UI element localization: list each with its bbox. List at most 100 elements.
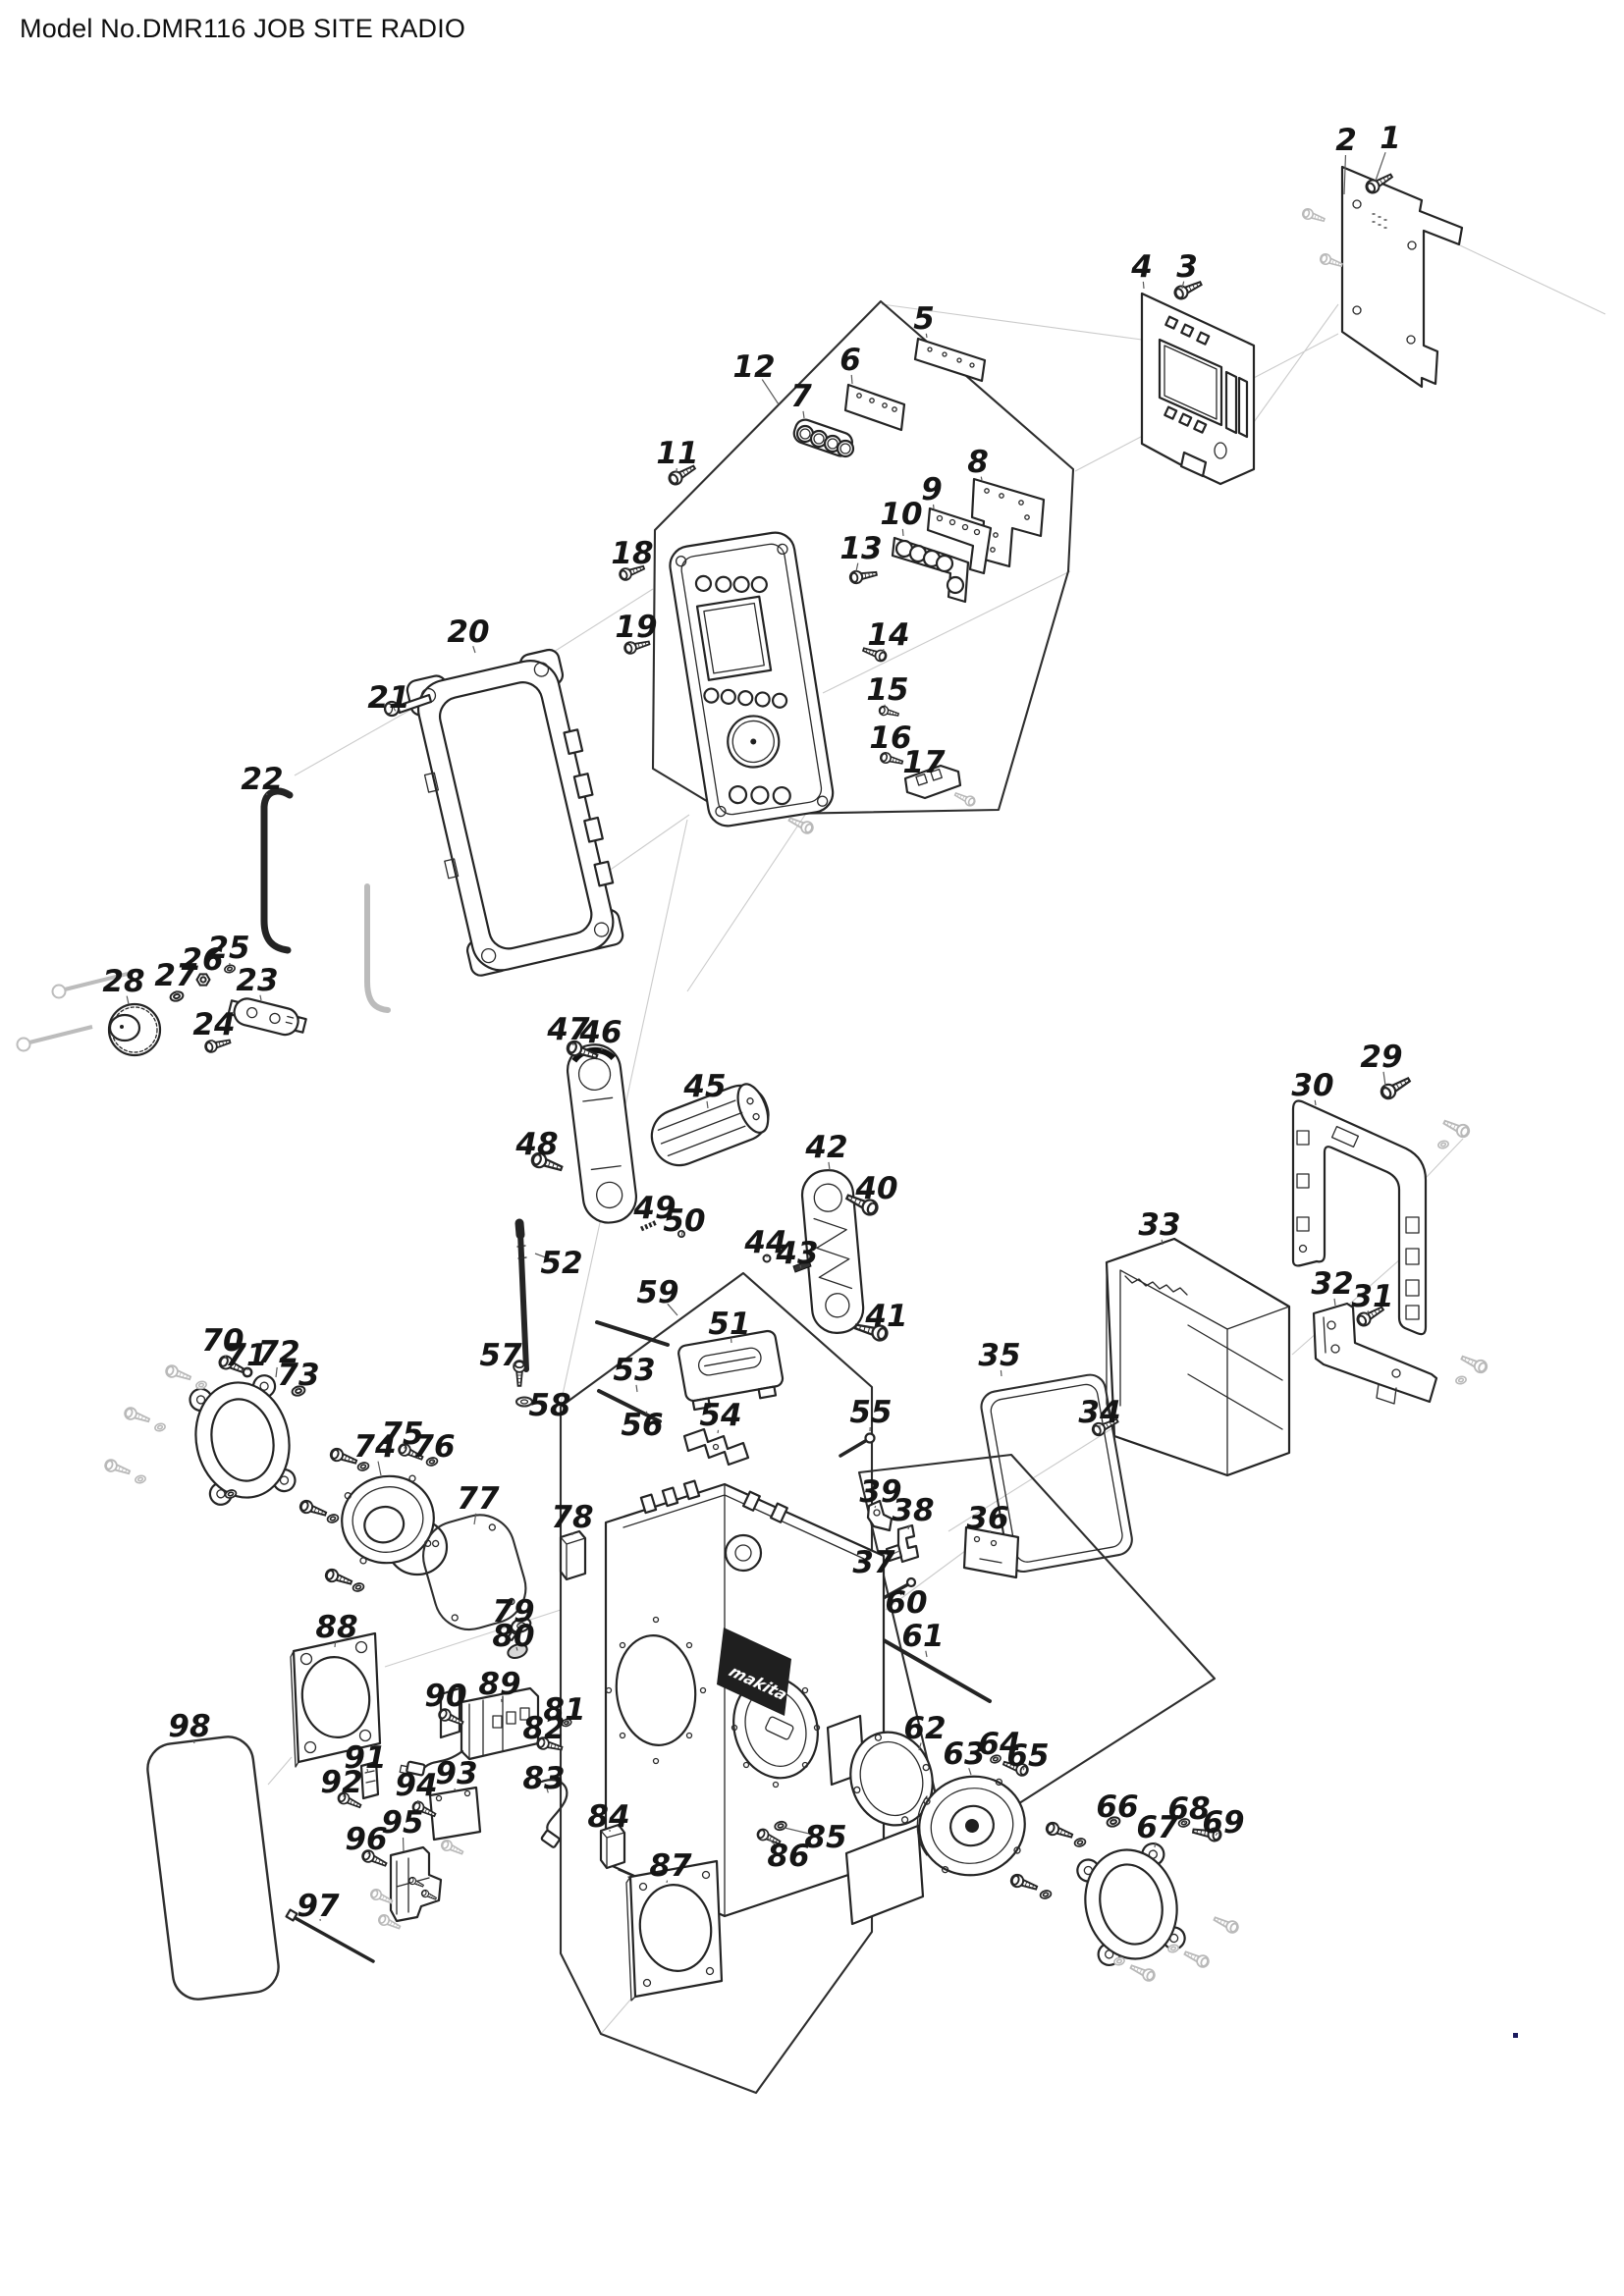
part-labels-layer: 1234567891011121314151617181920212223242… — [102, 121, 1402, 1924]
leader-line-31 — [1366, 1310, 1370, 1316]
hardware-washer-icon — [1038, 1889, 1054, 1900]
leader-line-20 — [472, 646, 476, 654]
part-56-rod — [597, 1389, 662, 1423]
part-label-93: 93 — [435, 1756, 477, 1791]
makita-logo-plate — [717, 1628, 791, 1716]
part-label-36: 36 — [966, 1501, 1008, 1536]
leader-line-91 — [366, 1768, 369, 1773]
hardware-screw-icon — [785, 813, 816, 836]
part-label-25: 25 — [207, 931, 249, 966]
leader-line-74 — [377, 1461, 382, 1476]
leader-line-6 — [850, 374, 853, 385]
part-45-grip — [650, 1083, 770, 1167]
leader-line-8 — [980, 476, 983, 481]
leader-line-30 — [1314, 1099, 1317, 1106]
leader-line-43 — [799, 1264, 802, 1268]
part-39-clip — [866, 1499, 893, 1532]
part-97-cable-tie — [285, 1908, 375, 1963]
part-label-10: 10 — [880, 497, 922, 532]
part-label-40: 40 — [854, 1171, 897, 1206]
part-label-73: 73 — [277, 1358, 319, 1393]
part-4-control-pcb — [1140, 292, 1256, 486]
leader-line-47 — [571, 1043, 574, 1046]
part-72-speaker-ring — [189, 1374, 297, 1506]
group-plane-body — [559, 1271, 874, 2095]
part-36-plate — [962, 1525, 1020, 1579]
part-label-5: 5 — [913, 301, 935, 337]
part-88-baffle-plate — [290, 1631, 382, 1768]
hardware-washer-icon — [1436, 1139, 1450, 1150]
leader-line-21 — [391, 703, 397, 712]
part-17-pcb-strip — [903, 764, 962, 800]
hardware-washer-icon — [153, 1421, 167, 1433]
part-label-61: 61 — [901, 1619, 944, 1654]
leader-line-65 — [1022, 1767, 1025, 1771]
part-label-32: 32 — [1311, 1266, 1353, 1302]
hardware-screw-icon — [1458, 1351, 1490, 1376]
part-label-65: 65 — [1006, 1738, 1049, 1774]
part-label-58: 58 — [528, 1388, 570, 1423]
hardware-washer-icon — [351, 1581, 366, 1593]
part-label-33: 33 — [1138, 1207, 1180, 1243]
part-label-74: 74 — [353, 1429, 396, 1465]
leader-line-22 — [265, 793, 268, 796]
leader-line-72 — [275, 1366, 278, 1378]
leader-line-60 — [897, 1589, 902, 1596]
hardware-screw-icon — [1440, 1115, 1473, 1141]
part-label-3: 3 — [1176, 249, 1198, 285]
part-label-39: 39 — [859, 1474, 901, 1510]
part-label-1: 1 — [1380, 121, 1401, 156]
part-63-speaker — [916, 1775, 1026, 1877]
part-83-lead-wire — [535, 1779, 568, 1848]
part-label-7: 7 — [790, 379, 812, 414]
part-77-gasket — [422, 1514, 527, 1630]
leader-line-70 — [224, 1355, 227, 1360]
part-label-20: 20 — [447, 614, 489, 650]
leader-line-23 — [259, 994, 262, 1001]
part-label-92: 92 — [320, 1765, 362, 1800]
hardware-screw-icon — [122, 1405, 152, 1427]
part-label-94: 94 — [395, 1768, 437, 1803]
part-78-block — [559, 1529, 587, 1581]
leader-line-56 — [645, 1411, 648, 1415]
part-label-22: 22 — [241, 762, 283, 797]
leader-line-63 — [968, 1768, 972, 1776]
leader-line-33 — [1161, 1239, 1164, 1246]
part-49-spring — [639, 1219, 659, 1232]
part-label-67: 67 — [1136, 1810, 1179, 1845]
part-label-47: 47 — [546, 1012, 590, 1047]
part-label-26: 26 — [181, 942, 223, 978]
leader-line-13 — [855, 562, 859, 572]
hardware-washer-icon — [325, 1513, 341, 1524]
leader-line-59 — [667, 1303, 678, 1316]
leader-line-86 — [766, 1837, 779, 1847]
part-label-35: 35 — [978, 1338, 1020, 1373]
part-label-59: 59 — [636, 1275, 678, 1310]
part-label-89: 89 — [478, 1667, 520, 1702]
part-label-64: 64 — [978, 1727, 1020, 1762]
leader-line-37 — [887, 1550, 900, 1558]
part-33-battery-box — [1105, 1237, 1291, 1477]
part-51-latch-plate — [677, 1329, 785, 1412]
part-10-button-strip — [891, 536, 970, 604]
part-43-pin — [792, 1259, 812, 1273]
part-32-corner-bracket — [1312, 1302, 1438, 1405]
hardware-screw-icon — [1181, 1947, 1212, 1970]
leader-line-52 — [534, 1253, 549, 1259]
leader-line-4 — [1142, 281, 1145, 290]
part-54-latch — [682, 1427, 750, 1467]
hardware-screw-icon — [952, 788, 978, 809]
part-12-front-housing — [669, 531, 835, 828]
part-label-66: 66 — [1096, 1789, 1138, 1825]
leader-line-18 — [626, 567, 629, 571]
leader-line-54 — [717, 1429, 720, 1434]
part-label-78: 78 — [551, 1500, 593, 1535]
part-label-77: 77 — [457, 1481, 500, 1517]
part-label-55: 55 — [849, 1395, 892, 1430]
part-label-51: 51 — [708, 1307, 750, 1342]
group-plane-controls — [651, 299, 1075, 817]
hardware-screw-icon — [1127, 1960, 1158, 1984]
hardware-washer-icon — [134, 1473, 147, 1485]
leader-line-14 — [882, 648, 885, 653]
